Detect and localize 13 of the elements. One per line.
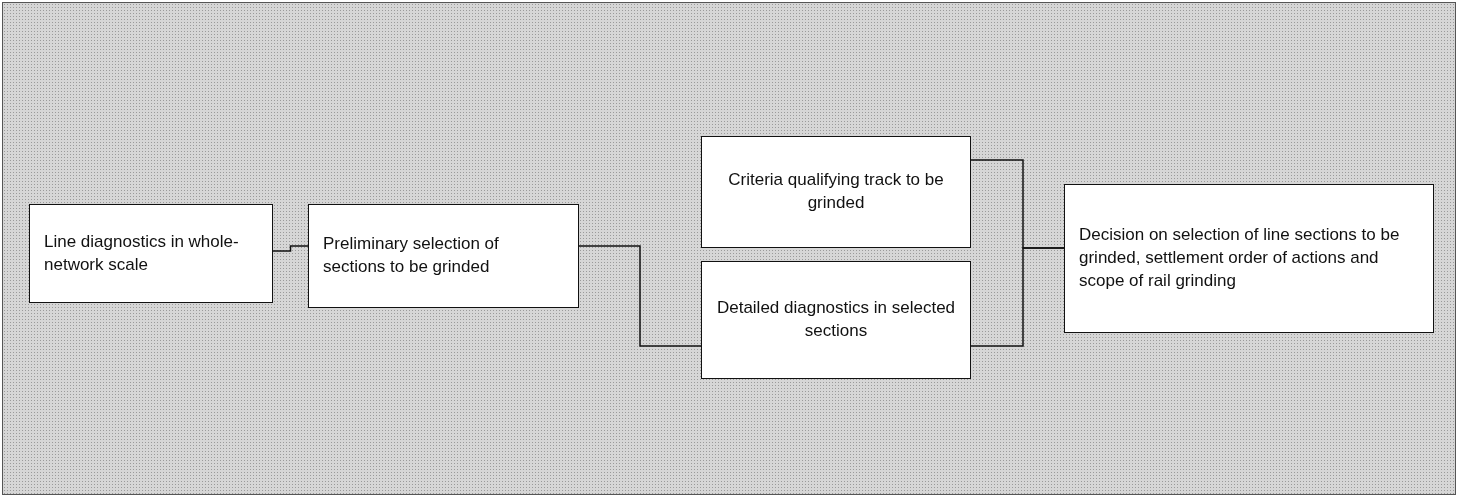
connector-line [272, 245, 309, 252]
connector-line [970, 247, 1065, 347]
box-text: Detailed diagnostics in selected sections [716, 297, 956, 342]
box-text: Line diagnostics in whole-network scale [44, 230, 240, 276]
process-box [29, 204, 273, 303]
process-box [308, 204, 579, 308]
box-text: Preliminary selection of sections to be grinded [323, 233, 500, 278]
box-text: Decision on selection of line sections to be grinded, settlement order of actions and scope of rail grinding [1079, 224, 1401, 292]
process-box [701, 136, 971, 248]
box-text: Criteria qualifying track to be grinded [727, 169, 945, 214]
process-box [1064, 184, 1434, 333]
process-box [701, 261, 971, 379]
connector-line [578, 245, 702, 347]
